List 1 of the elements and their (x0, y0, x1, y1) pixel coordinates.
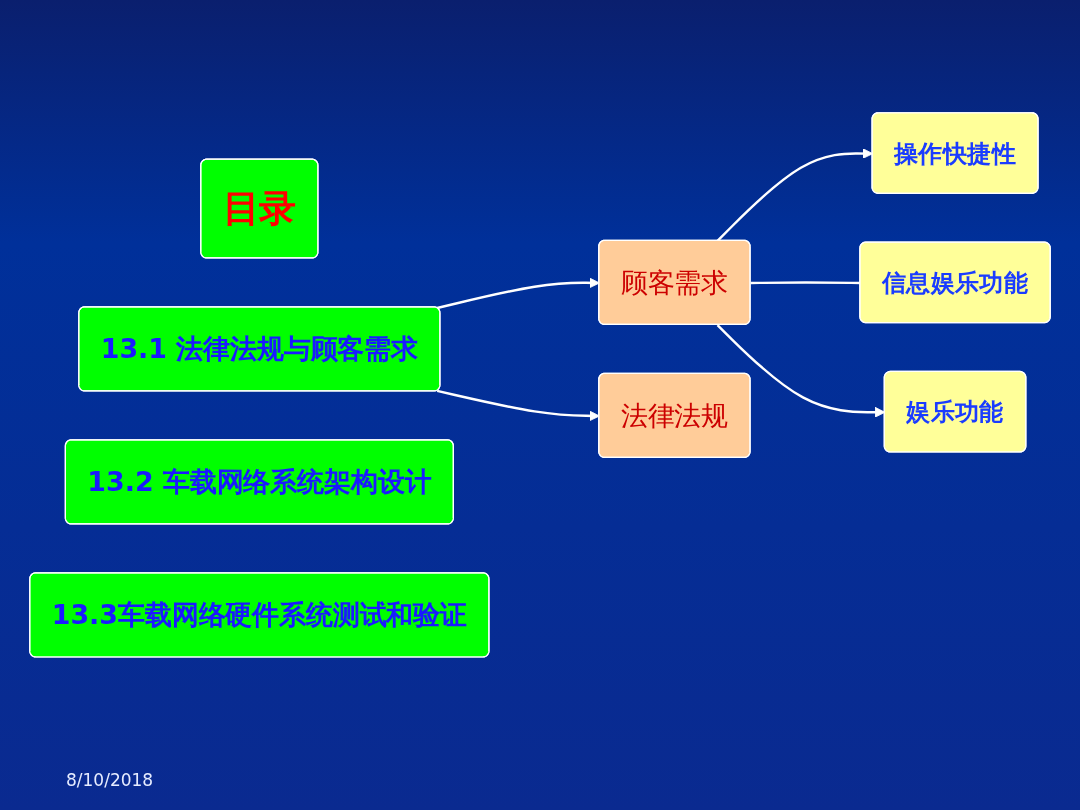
date-text: 8/10/2018 (66, 770, 154, 790)
